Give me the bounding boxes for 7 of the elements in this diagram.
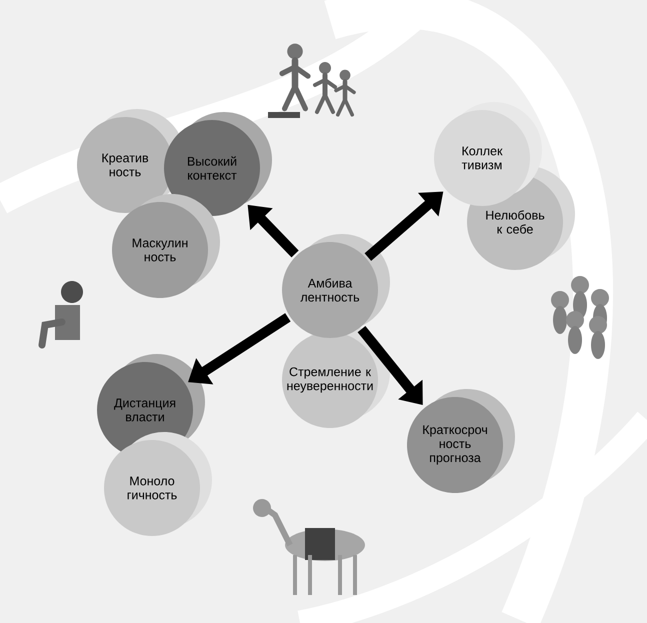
cylinder-node: Амбива лентность [282,234,390,338]
cylinder-node: Краткосроч ность прогноза [407,389,515,493]
node-label: Нелюбовь к себе [486,210,544,234]
cylinder-node: Стремление к неуверенности [282,324,390,428]
cylinder-node: Коллек тивизм [434,102,542,206]
cylinder-node: Моноло гичность [104,432,212,536]
cylinder-node: Маскулин ность [112,194,220,298]
